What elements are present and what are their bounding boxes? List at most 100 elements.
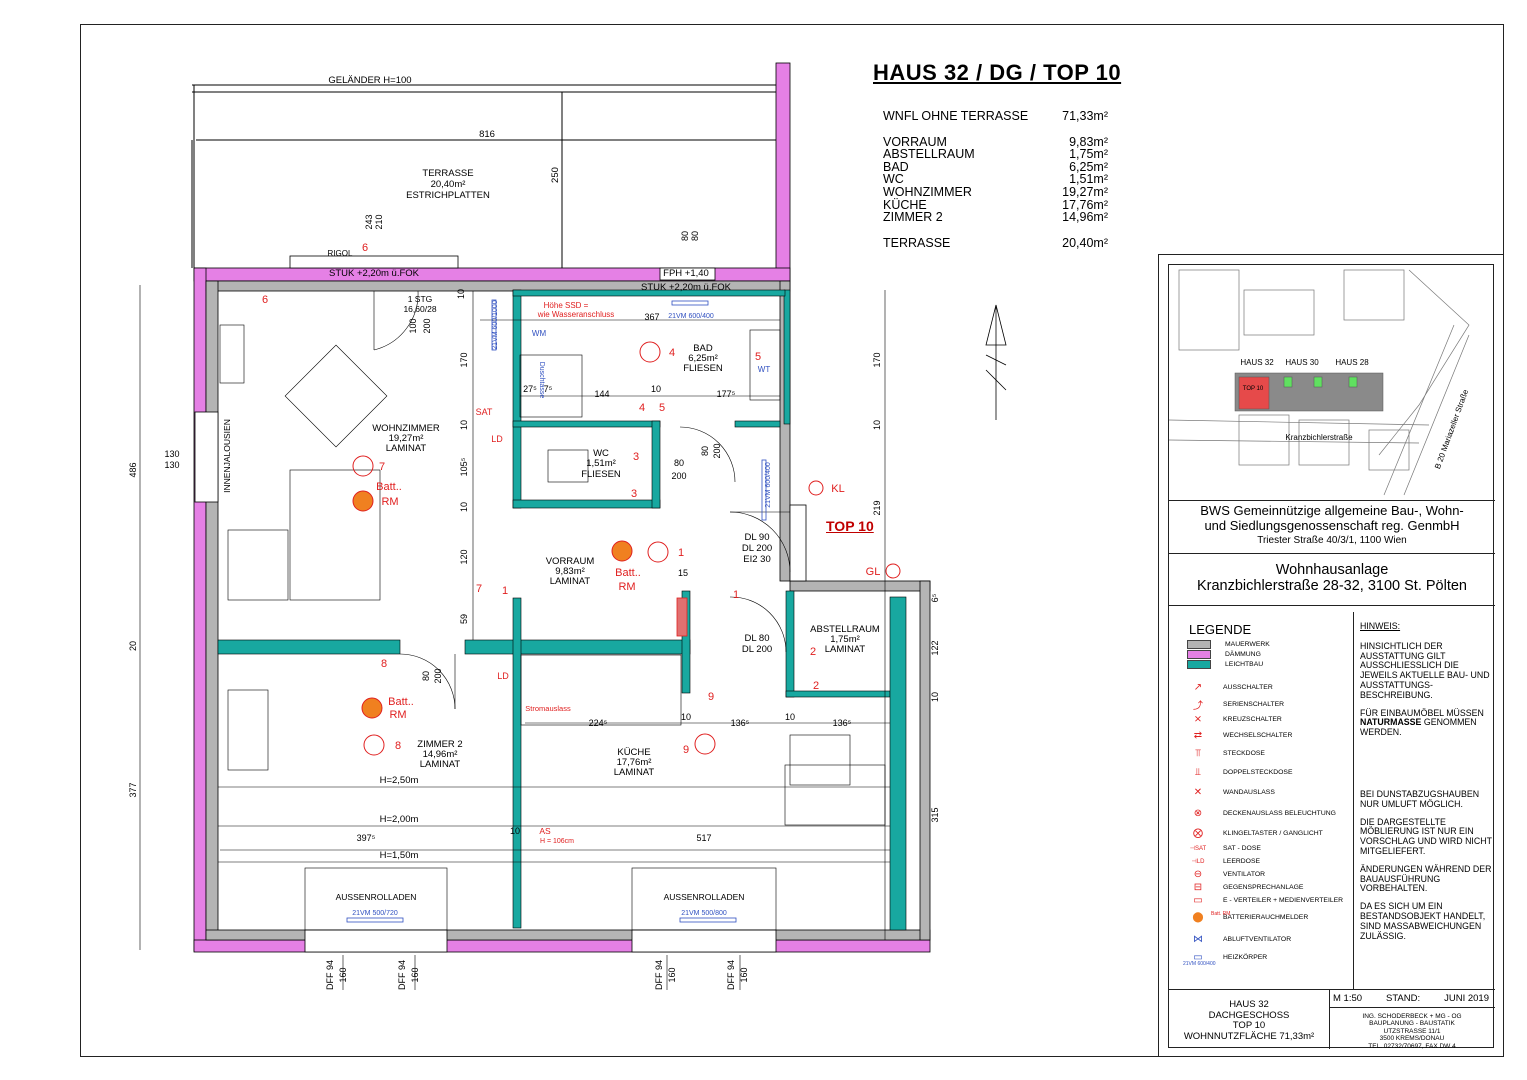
door-label: EI2 30	[743, 554, 770, 565]
legend-item: ▭ E - VERTEILER + MEDIENVERTEILER	[1187, 893, 1343, 907]
keyplan-label: HAUS 28	[1335, 358, 1369, 367]
radiator-label: 21VM 500/720	[352, 910, 398, 917]
hint-paragraph: BEI DUNSTABZUGSHAUBEN NUR UMLUFT MÖGLICH…	[1360, 788, 1480, 809]
room-name: KÜCHE	[617, 747, 650, 758]
dim-label: 130	[164, 460, 179, 470]
dim-label: 177⁵	[717, 389, 736, 399]
double-socket-icon: ⫫	[1195, 766, 1201, 778]
jalousien-label: INNENJALOUSIEN	[222, 419, 232, 493]
dim-label: 80	[421, 671, 431, 681]
legend-swatch	[1187, 660, 1211, 669]
room-area: 1,75m²	[830, 634, 860, 645]
circuit-number: 2	[810, 646, 816, 658]
dim-label: 160	[338, 967, 348, 982]
gl-label: GL	[866, 566, 881, 578]
area-label: WNFL OHNE TERRASSE	[883, 109, 1029, 123]
legend-item: ✕WANDAUSLASS	[1187, 785, 1275, 799]
street-label: B 20 Mariazeller Straße	[1433, 388, 1470, 471]
dim-label: 170	[872, 352, 882, 367]
dim-label: 100	[408, 318, 418, 333]
series-switch-icon: ⤴	[1193, 700, 1203, 712]
dim-label: 200	[422, 318, 432, 333]
room-name: BAD	[693, 343, 713, 354]
legend-item: ⤴SERIENSCHALTER	[1187, 697, 1284, 712]
circuit-number: 1	[733, 589, 739, 601]
dim-label: 59	[459, 614, 469, 624]
dim-label: 80	[690, 231, 700, 241]
room-area: 17,76m²	[617, 757, 652, 768]
legend-item: ▭HEIZKÖRPER	[1187, 950, 1267, 964]
stromauslass-label: Stromauslass	[525, 704, 571, 713]
circuit-number: 9	[683, 744, 689, 756]
dim-label: 6⁵	[930, 593, 940, 602]
dim-label: 816	[479, 129, 495, 140]
hint-block: HINWEIS: HINSICHTLICH DER AUSSTATTUNG GI…	[1360, 621, 1493, 949]
room-floor: LAMINAT	[550, 576, 591, 587]
footer-office: M 1:50 STAND: JUNI 2019 ING. SCHODERBECK…	[1329, 993, 1495, 1051]
hint-paragraph: DA ES SICH UM EIN BESTANDSOBJEKT HANDELT…	[1360, 901, 1486, 941]
circuit-number: 6	[362, 242, 368, 254]
dim-label: 10	[785, 712, 795, 722]
circuit-number: 1	[678, 547, 684, 559]
company-line: und Siedlungsgenossenschaft reg. GenmbH	[1204, 518, 1460, 533]
stand-label: STAND:	[1386, 993, 1421, 1004]
room-area: 6,25m²	[688, 353, 718, 364]
dim-label: 105⁵	[459, 457, 469, 476]
legend-item: ⬤BATTERIERAUCHMELDER	[1187, 910, 1308, 924]
doorbell-icon: ⨂	[1193, 827, 1203, 839]
wt-label: WT	[758, 365, 771, 374]
sat-socket-icon: ⊣SAT	[1189, 845, 1207, 852]
dim-label: 10	[510, 826, 520, 836]
dim-label: 10	[872, 420, 882, 430]
hoehe-ssd-label: wie Wasseranschluss	[537, 310, 615, 319]
circuit-number: 2	[813, 680, 819, 692]
legend-label: LEICHTBAU	[1225, 661, 1264, 668]
area-value: 6,25m²	[1069, 159, 1108, 174]
dimension-numbers: 367 144 177⁵ 10 27⁵ 7⁵ 486 130 130 20 37…	[128, 214, 940, 990]
stuk-label: STUK +2,20m ü.FOK	[329, 268, 420, 279]
hint-paragraph: DIE DARGESTELLTE MÖBLIERUNG IST NUR EIN …	[1360, 816, 1492, 856]
ceiling-light-icon: ⊗	[1193, 807, 1203, 819]
gelaender-label: GELÄNDER H=100	[328, 75, 411, 86]
room-area: 14,96m²	[423, 749, 458, 760]
radiator-icon	[346, 299, 767, 923]
circuit-number: 7	[379, 461, 385, 473]
circuit-number: 4	[669, 347, 675, 359]
changeover-switch-icon: ⇄	[1193, 729, 1203, 741]
ld-label: LD	[497, 671, 509, 681]
room-floor: LAMINAT	[614, 767, 655, 778]
light-walls	[217, 289, 907, 931]
dim-label: 377	[128, 782, 138, 797]
area-label: TERRASSE	[883, 235, 951, 250]
legend-label: E - VERTEILER + MEDIENVERTEILER	[1223, 896, 1344, 904]
north-arrow-icon	[985, 304, 1007, 420]
area-label: ABSTELLRAUM	[883, 147, 975, 162]
legend-rm-small: Batt. RM	[1211, 911, 1231, 917]
dim-label: 200	[712, 443, 722, 458]
legend-item: ⊟GEGENSPRECHANLAGE	[1187, 880, 1304, 894]
area-value: 14,96m²	[1062, 210, 1108, 225]
legend-item: ⨯KREUZSCHALTER	[1187, 712, 1282, 726]
keyplan-label: HAUS 32	[1240, 358, 1274, 367]
circuit-number: 1	[502, 585, 508, 597]
project-info: Wohnhausanlage Kranzbichlerstraße 28-32,…	[1169, 562, 1495, 594]
title-block: HAUS 32 HAUS 30 HAUS 28 TOP 10 Kranzbich…	[1158, 254, 1504, 1057]
inner-lines	[218, 290, 890, 931]
switch-icon: ↗	[1193, 681, 1203, 693]
circuit-number: 3	[633, 451, 639, 463]
radiator-labels: 21VM 600/400 21VM 600/1000 21VM 600/400 …	[352, 300, 772, 917]
dim-label: 10	[459, 502, 469, 512]
area-row-terrasse: TERRASSE 20,40m²	[883, 237, 1108, 250]
ceiling-light-icon	[352, 341, 901, 756]
distribution-icon: ▭	[1193, 894, 1203, 906]
stair-label: 1 STG	[408, 294, 433, 304]
page-title: HAUS 32 / DG / TOP 10	[873, 60, 1122, 85]
legend-vm-small: 21VM 600/400	[1183, 961, 1216, 967]
kl-label: KL	[831, 483, 844, 495]
circuit-number: 5	[755, 351, 761, 363]
legend-label: DECKENAUSLASS BELEUCHTUNG	[1223, 809, 1336, 817]
